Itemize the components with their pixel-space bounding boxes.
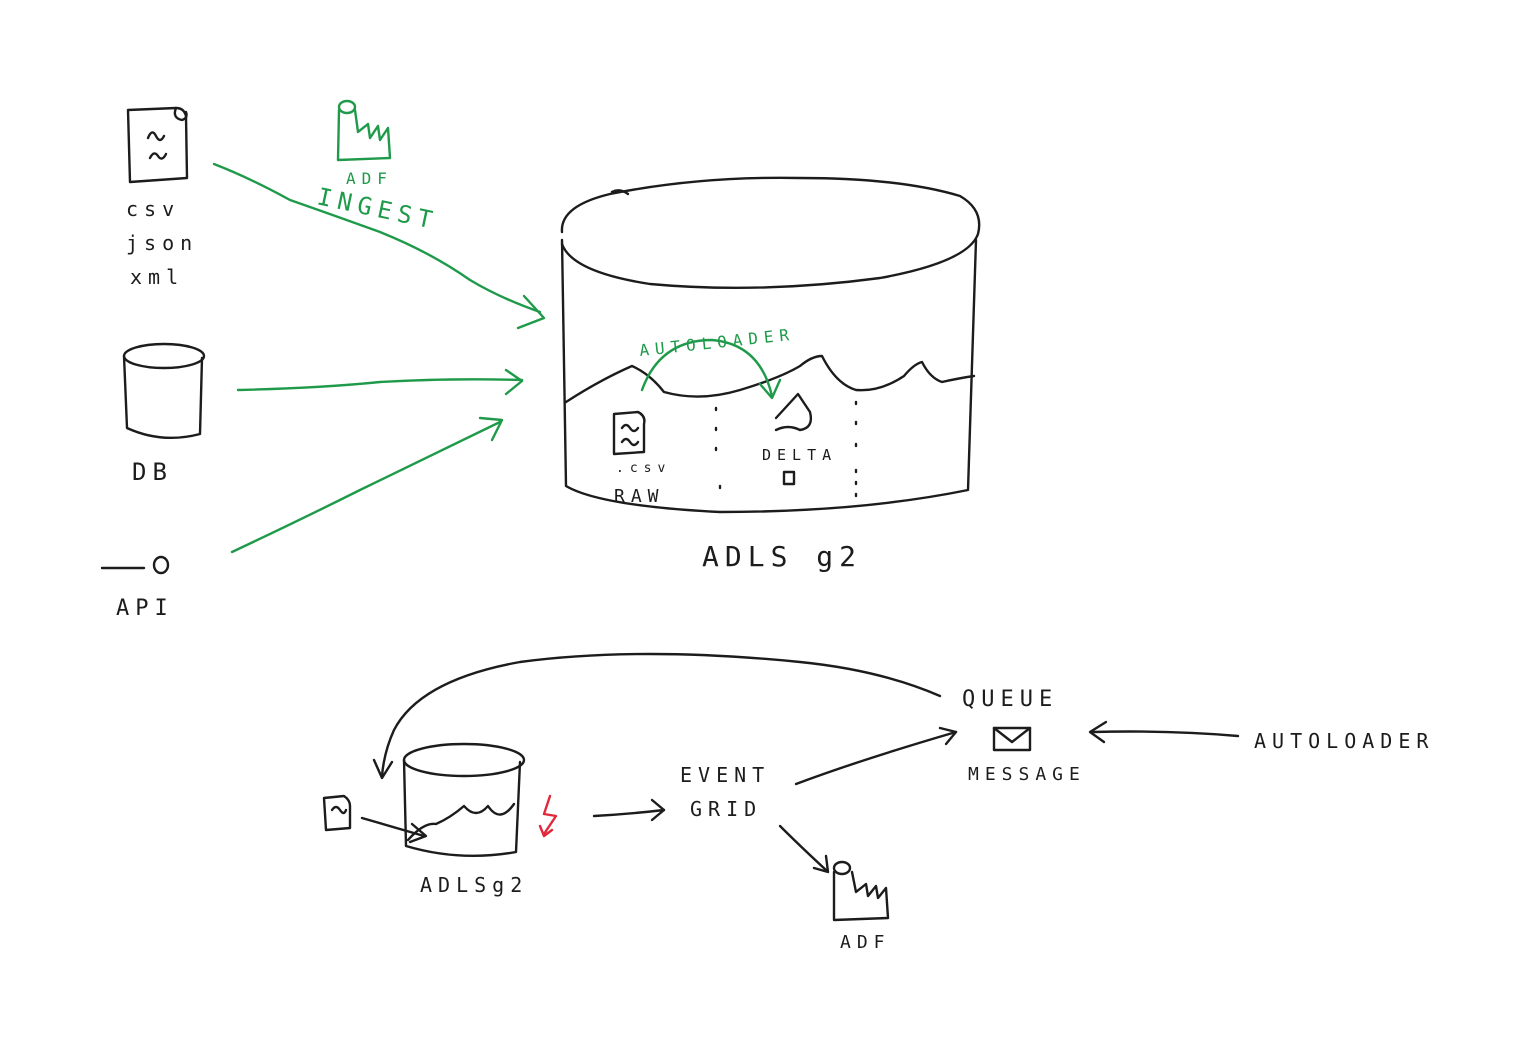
raw-file-extension: .csv <box>616 461 671 476</box>
event-grid-label-line1: EVENT <box>680 763 770 787</box>
queue-arrow <box>794 726 958 786</box>
document-icon <box>612 410 646 456</box>
adls-g2-label: ADLS g2 <box>702 540 862 573</box>
api-label: API <box>116 596 174 621</box>
autoloader-arrow <box>640 338 782 400</box>
autoloader-process-label: AUTOLOADER <box>638 325 795 360</box>
adls-g2-storage <box>560 176 981 514</box>
adls-g2-small-label: ADLSg2 <box>420 873 528 897</box>
message-label: MESSAGE <box>968 764 1086 785</box>
delta-icon <box>774 392 813 486</box>
delta-zone-label: DELTA <box>762 446 837 464</box>
adf-arrow <box>778 824 830 874</box>
lightning-icon <box>538 794 558 838</box>
envelope-icon <box>992 726 1032 752</box>
ingest-label: INGEST <box>315 182 441 235</box>
autoloader-consumer-label: AUTOLOADER <box>1254 729 1434 753</box>
ingest-arrow-api <box>230 416 504 554</box>
file-format-csv: csv <box>126 197 180 221</box>
api-lollipop-icon <box>100 555 170 575</box>
database-icon <box>402 742 526 858</box>
document-icon <box>322 794 352 832</box>
upload-arrow <box>360 816 428 844</box>
raw-zone-label: RAW <box>614 486 665 507</box>
factory-icon <box>832 860 890 922</box>
queue-label: QUEUE <box>962 687 1058 712</box>
adf-bottom-label: ADF <box>840 932 891 953</box>
file-format-xml: xml <box>130 265 184 289</box>
database-label: DB <box>132 458 173 486</box>
event-arrow <box>592 798 666 822</box>
file-format-json: json <box>126 231 198 255</box>
notification-loop-arrow <box>372 652 942 780</box>
factory-icon <box>336 99 392 162</box>
ingest-arrow-db <box>236 368 524 396</box>
autoloader-poll-arrow <box>1088 720 1240 744</box>
ingest-arrow-files <box>212 162 546 330</box>
adf-ingest-tool-label: ADF <box>346 169 393 188</box>
database-icon <box>122 342 206 439</box>
document-icon <box>126 106 189 184</box>
event-grid-label-line2: GRID <box>690 797 762 821</box>
